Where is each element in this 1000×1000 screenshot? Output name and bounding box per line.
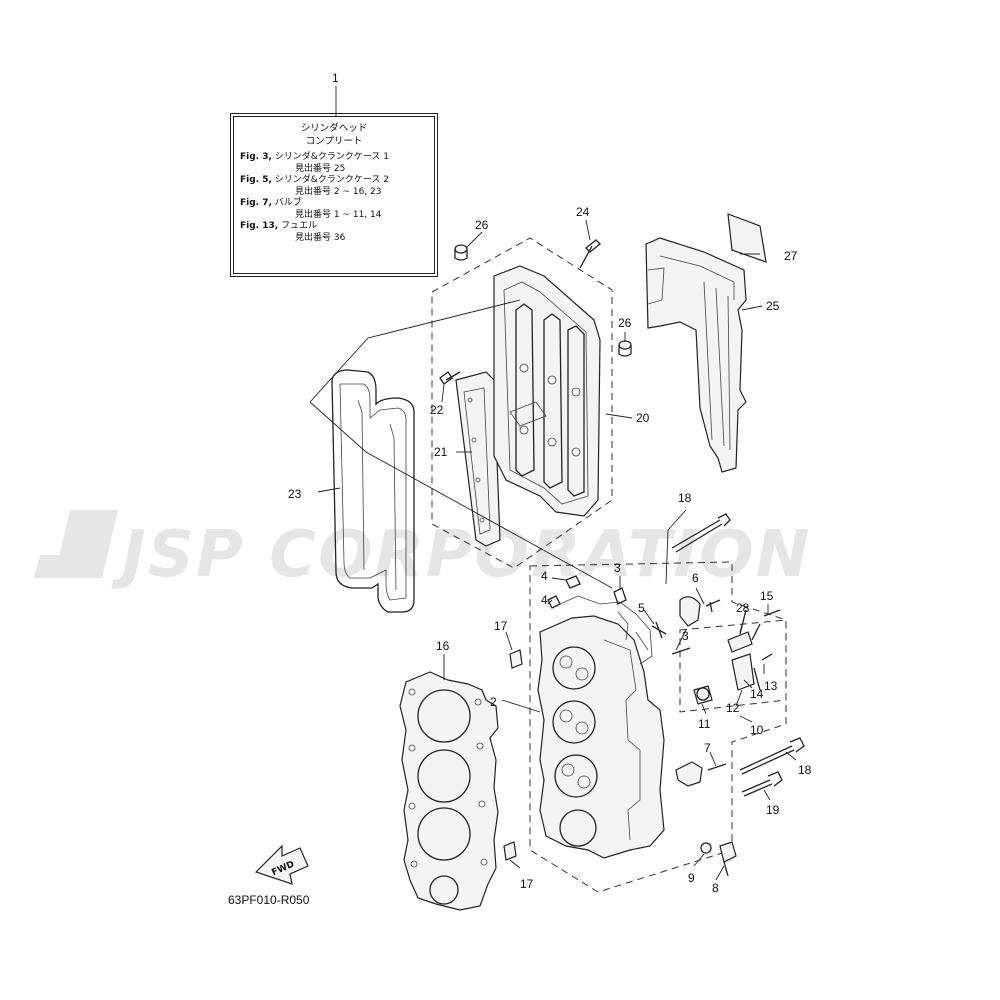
callout-9: 9 [688, 871, 695, 885]
callout-7: 7 [704, 741, 711, 755]
callout-26-right: 26 [618, 316, 632, 330]
callout-13: 13 [764, 679, 778, 693]
callout-numbers: 1 26 24 26 27 25 20 22 21 23 16 2 17 17 … [288, 71, 812, 895]
callout-18-top: 18 [678, 491, 692, 505]
fittings-right [547, 575, 727, 787]
callout-22: 22 [430, 403, 444, 417]
callout-21: 21 [434, 445, 448, 459]
callout-20: 20 [636, 411, 650, 425]
part-27-label [727, 213, 767, 263]
callout-8: 8 [712, 881, 719, 895]
callout-5: 5 [638, 601, 645, 615]
fwd-arrow-icon: FWD [254, 844, 309, 885]
callout-27: 27 [784, 249, 798, 263]
note-title-line-2: コンプリート [305, 136, 363, 147]
callout-18-bottom: 18 [798, 763, 812, 777]
callout-2: 2 [490, 695, 497, 709]
part-21-plate [455, 371, 501, 547]
note-ref-0-sub: 見出番号 25 [295, 163, 346, 174]
callout-6: 6 [692, 571, 699, 585]
note-ref-1: Fig. 5, シリンダ&クランクケース 2 [240, 175, 389, 185]
callout-24: 24 [576, 205, 590, 219]
callout-4-top: 4 [541, 569, 548, 583]
assembly-note-box: シリンダヘッド コンプリート Fig. 3, シリンダ&クランクケース 1 見出… [230, 113, 438, 277]
long-bolts [671, 513, 805, 797]
part-23-cover-gasket [331, 369, 415, 613]
sensor-cluster [693, 609, 781, 705]
leader-lines [309, 86, 797, 881]
part-16-head-gasket [399, 671, 499, 911]
callout-15: 15 [760, 589, 774, 603]
callout-3-right: 3 [682, 629, 689, 643]
diagram-code: 63PF010-R050 [228, 893, 310, 907]
callout-26-top: 26 [475, 218, 489, 232]
note-ref-1-sub: 見出番号 2 ~ 16, 23 [295, 186, 382, 197]
callout-10: 10 [750, 723, 764, 737]
assembly-boundaries [431, 237, 787, 893]
callout-11: 11 [698, 717, 711, 731]
small-parts-bottom [503, 649, 737, 877]
callout-25: 25 [766, 299, 780, 313]
callout-12: 12 [726, 701, 740, 715]
note-ref-2: Fig. 7, バルブ [240, 198, 302, 208]
note-ref-3-sub: 見出番号 36 [295, 232, 346, 243]
callout-23: 23 [288, 487, 302, 501]
part-20-head-cover [493, 265, 601, 517]
callout-19: 19 [766, 803, 780, 817]
note-ref-3: Fig. 13, フュエル [240, 221, 318, 231]
watermark: JSP CORPORATION [34, 510, 811, 592]
note-title-line-1: シリンダヘッド [300, 123, 368, 134]
part-25-side-cover [645, 237, 747, 473]
watermark-text: JSP CORPORATION [111, 518, 811, 592]
callout-14: 14 [750, 687, 764, 701]
callout-1: 1 [332, 71, 339, 85]
callout-16: 16 [436, 639, 450, 653]
callout-17-top: 17 [494, 619, 508, 633]
part-2-cylinder-head [537, 595, 665, 859]
note-ref-2-sub: 見出番号 1 ~ 11, 14 [295, 209, 382, 220]
callout-4-bottom: 4 [541, 593, 548, 607]
fasteners-top [439, 239, 632, 385]
callout-3-top: 3 [614, 561, 621, 575]
callout-28: 28 [736, 601, 750, 615]
callout-17-bottom: 17 [520, 877, 534, 891]
note-ref-0: Fig. 3, シリンダ&クランクケース 1 [240, 152, 389, 162]
